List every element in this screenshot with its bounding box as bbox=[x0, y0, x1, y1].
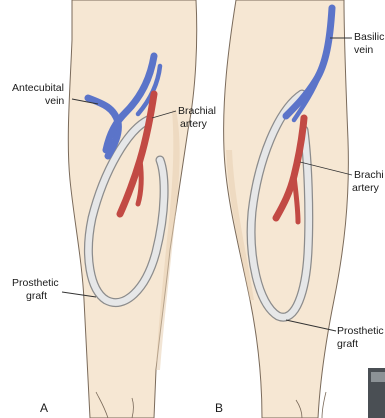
label-basilic-vein-line2: vein bbox=[354, 44, 373, 56]
label-prosthetic-graft-b-line1: Prosthetic bbox=[337, 325, 384, 337]
panel-letter-a: A bbox=[40, 401, 48, 415]
forearm-illustration-a bbox=[68, 0, 196, 418]
label-basilic-vein-line1: Basilic bbox=[354, 31, 384, 43]
panel-b: Basilic vein Brachi artery Prosthetic gr… bbox=[215, 0, 384, 418]
label-prosthetic-graft-a-line2: graft bbox=[26, 290, 47, 302]
upper-arm-illustration-b bbox=[224, 0, 349, 418]
label-brachial-artery-a-line2: artery bbox=[180, 118, 208, 130]
label-brachial-artery-a-line1: Brachial bbox=[178, 105, 216, 117]
label-antecubital-vein-line2: vein bbox=[45, 95, 64, 107]
label-brachial-artery-b-line2: artery bbox=[352, 182, 380, 194]
label-prosthetic-graft-b-line2: graft bbox=[337, 338, 358, 350]
label-prosthetic-graft-a-line1: Prosthetic bbox=[12, 277, 59, 289]
label-brachial-artery-b-line1: Brachi bbox=[354, 169, 384, 181]
panel-letter-b: B bbox=[215, 401, 223, 415]
label-antecubital-vein-line1: Antecubital bbox=[12, 82, 64, 94]
panel-a: Antecubital vein Brachial artery Prosthe… bbox=[12, 0, 216, 418]
photo-fragment-highlight bbox=[371, 372, 385, 382]
